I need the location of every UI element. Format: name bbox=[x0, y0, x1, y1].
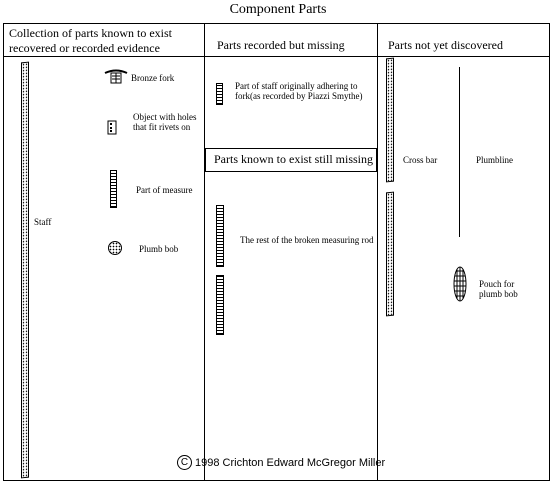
copyright-line: C 1998 Crichton Edward McGregor Miller bbox=[177, 455, 385, 470]
broken-rod-label: The rest of the broken measuring rod bbox=[240, 235, 374, 245]
diagram-title: Component Parts bbox=[229, 2, 327, 17]
cross-bar-upper-graphic bbox=[386, 57, 394, 183]
part-of-measure-label: Part of measure bbox=[136, 185, 193, 195]
part-of-staff-label: Part of staff originally adhering to for… bbox=[235, 81, 363, 101]
header-divider bbox=[3, 56, 550, 57]
staff-graphic bbox=[21, 61, 29, 479]
bronze-fork-label: Bronze fork bbox=[131, 73, 175, 83]
object-with-holes-label: Object with holes that fit rivets on bbox=[133, 112, 197, 132]
column-header-missing: Parts recorded but missing bbox=[217, 38, 345, 52]
staff-label: Staff bbox=[34, 217, 52, 227]
plumbline-graphic bbox=[459, 67, 460, 237]
still-missing-box: Parts known to exist still missing bbox=[205, 148, 377, 172]
column-divider-2 bbox=[377, 23, 378, 481]
column-header-recovered: Collection of parts known to exist recov… bbox=[9, 26, 172, 55]
copyright-text: 1998 Crichton Edward McGregor Miller bbox=[195, 456, 386, 469]
plumbline-label: Plumbline bbox=[476, 155, 514, 165]
column-header-undiscovered: Parts not yet discovered bbox=[388, 38, 503, 52]
broken-rod-upper-graphic bbox=[216, 205, 224, 267]
plumb-bob-label: Plumb bob bbox=[139, 244, 179, 254]
pouch-label: Pouch for plumb bob bbox=[479, 279, 518, 299]
cross-bar-lower-graphic bbox=[386, 191, 394, 317]
plumb-bob-graphic bbox=[108, 241, 122, 255]
part-of-measure-graphic bbox=[110, 170, 117, 208]
broken-rod-lower-graphic bbox=[216, 275, 224, 335]
column-divider-1 bbox=[204, 23, 205, 481]
object-with-holes-graphic bbox=[107, 120, 117, 135]
pouch-graphic bbox=[453, 266, 467, 302]
part-of-staff-graphic bbox=[216, 83, 223, 105]
diagram-frame bbox=[3, 23, 550, 481]
copyright-icon: C bbox=[177, 455, 192, 470]
bronze-fork-graphic bbox=[104, 69, 128, 84]
cross-bar-label: Cross bar bbox=[403, 155, 438, 165]
